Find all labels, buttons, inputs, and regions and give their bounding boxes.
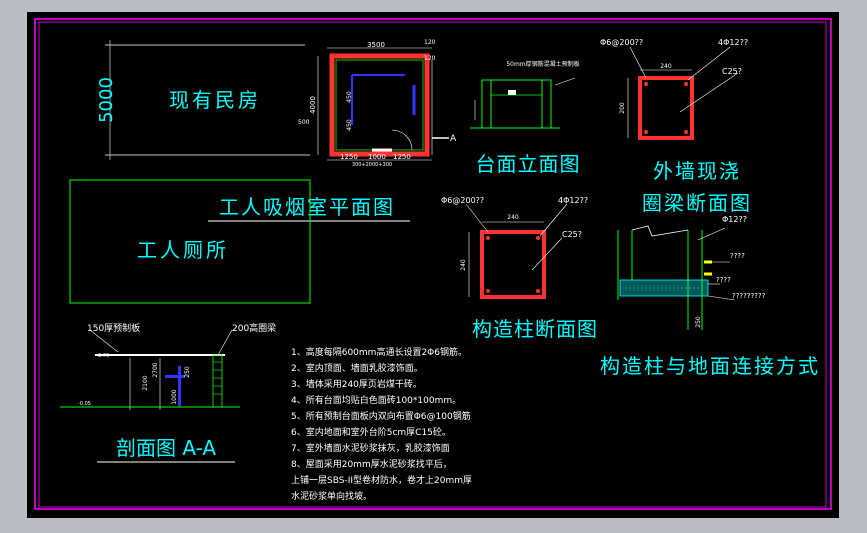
note-line: 6、室内地面和室外台阶5cm厚C15砼。 (291, 426, 451, 438)
conn-q3: ????????? (732, 292, 766, 300)
section-a-a (60, 329, 240, 410)
dim-left-4000: 4000 (309, 96, 317, 114)
dim-left-500: 500 (298, 119, 310, 126)
column-ground-detail (617, 225, 736, 330)
notes-block: 1、高度每隔600mm高通长设置2Φ6钢筋。 2、室内顶面、墙面乳胶漆饰面。 3… (291, 346, 472, 502)
dim-mid-450b: 450 (346, 119, 353, 131)
note-line: 水泥砂浆单向找坡。 (291, 490, 372, 502)
dim-column-240a: 240 (507, 214, 519, 221)
note-line: 1、高度每隔600mm高通长设置2Φ6钢筋。 (291, 346, 467, 358)
sec-005: -0.05 (78, 401, 91, 407)
column-ground-title: 构造柱与地面连接方式 (600, 354, 820, 378)
note-line: 8、屋面采用20mm厚水泥砂浆找平后， (291, 458, 452, 470)
ring-concrete: C25? (722, 67, 742, 76)
toilet-label: 工人厕所 (137, 238, 229, 262)
ring-main: 4Φ12?? (718, 38, 748, 47)
section-marker-a: A (450, 134, 457, 144)
note-line: 3、墙体采用240厚页岩煤干砖。 (291, 378, 422, 390)
note-line: 上铺一层SBS-II型卷材防水，卷才上20mm厚 (291, 474, 472, 486)
note-line: 2、室内顶面、墙面乳胶漆饰面。 (291, 362, 423, 374)
counter-elevation (470, 77, 576, 129)
note-line: 5、所有预制台面板内双向布置Φ6@100钢筋 (291, 410, 471, 422)
ring-beam-title-1: 外墙现浇 (653, 159, 741, 183)
counter-elevation-title: 台面立面图 (476, 152, 581, 176)
drawing-inner-border (38, 21, 827, 508)
conn-q1: ???? (730, 252, 745, 260)
drawing-border (34, 18, 832, 510)
height-5000: 5000 (96, 77, 117, 123)
section-title: 剖面图 A-A (116, 436, 216, 460)
sec-2100: 2100 (142, 375, 149, 390)
sec-270: 2.70 (98, 353, 109, 359)
dim-plan-width: 3500 (367, 41, 385, 49)
note-line: 4、所有台面均贴白色面砖100*100mm。 (291, 394, 461, 406)
dim-column-240b: 240 (460, 259, 467, 271)
toilet-box (69, 179, 311, 304)
dim-ring-200: 200 (619, 102, 626, 114)
note-line: 7、室外墙面水泥砂浆抹灰，乳胶漆饰面 (291, 442, 450, 454)
dim-top-120b: 120 (424, 55, 436, 62)
column-section (465, 203, 568, 299)
dim-bot-1000: 1000 (368, 153, 386, 161)
precast-slab-label: 150厚预制板 (87, 322, 140, 334)
column-section-title: 构造柱断面图 (472, 317, 598, 341)
conn-q2: ???? (716, 276, 731, 284)
plan-title: 工人吸烟室平面图 (219, 195, 395, 219)
col-stirrup: Φ6@200?? (441, 196, 484, 205)
dim-top-120a: 120 (424, 39, 436, 46)
plan-view (317, 47, 433, 161)
existing-house-label: 现有民房 (169, 88, 261, 112)
ring-beam-title-2: 圈梁断面图 (642, 191, 752, 215)
col-concrete: C25? (562, 230, 582, 239)
col-main: 4Φ12?? (558, 196, 588, 205)
slab-note: 50mm厚钢筋混凝土预制板 (506, 60, 579, 68)
dim-bot-1250a: 1250 (340, 153, 358, 161)
dim-bot-note: 300+2000+300 (352, 162, 392, 168)
ring-stirrup: Φ6@200?? (600, 38, 643, 47)
conn-bar: Φ12?? (722, 215, 747, 224)
dim-mid-450a: 450 (346, 91, 353, 103)
ring-beam-200-label: 200高圈梁 (232, 322, 276, 334)
sec-1000: 1000 (171, 389, 178, 404)
sec-2700: 2700 (152, 362, 159, 377)
dim-bot-1250b: 1250 (393, 153, 411, 161)
conn-250: 250 (695, 316, 702, 328)
sec-250: 250 (184, 366, 191, 378)
ring-beam-section (627, 46, 739, 140)
dim-ring-240: 240 (660, 63, 672, 70)
